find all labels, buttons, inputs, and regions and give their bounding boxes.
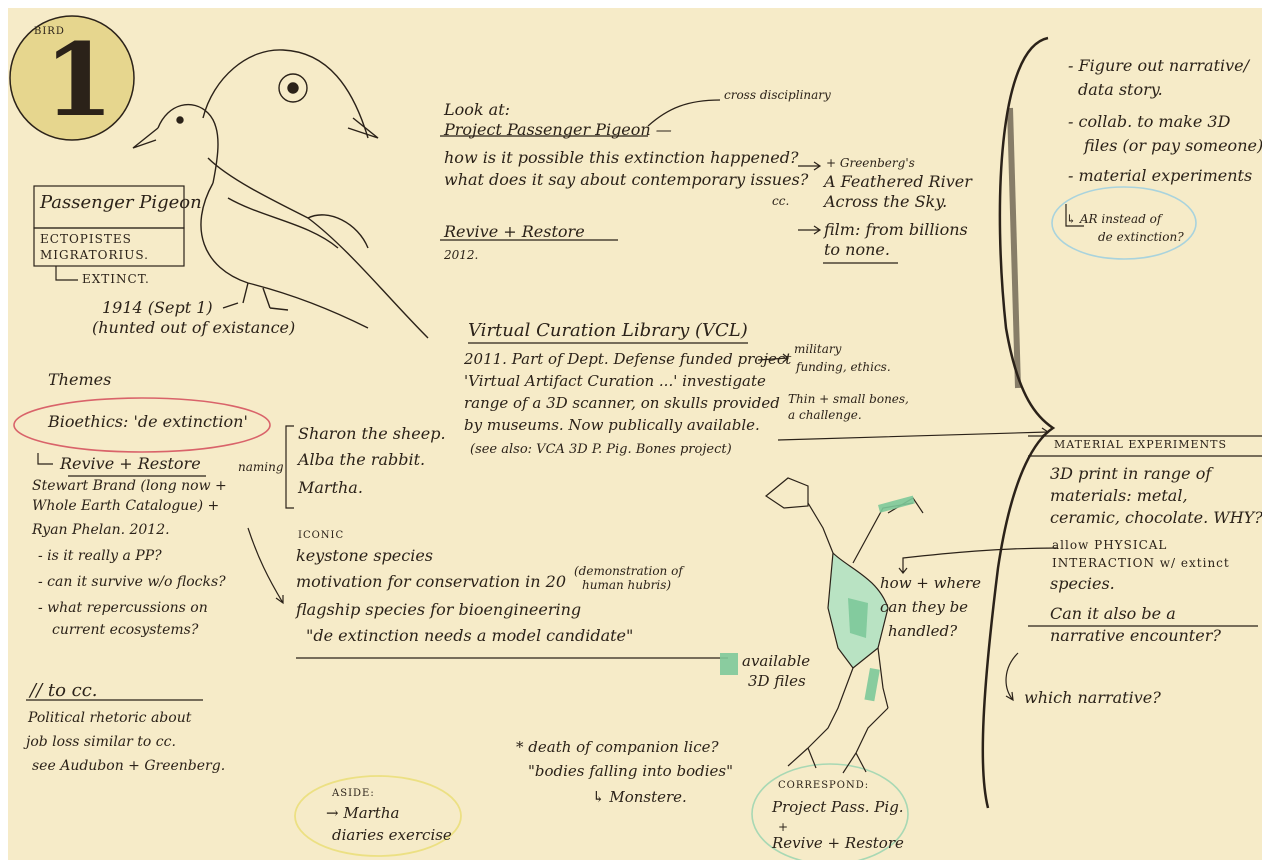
look-at-project: Project Passenger Pigeon — xyxy=(444,120,672,140)
aside-line-1: → Martha xyxy=(326,804,399,823)
parallel-line-2: job loss similar to cc. xyxy=(26,734,176,752)
look-at-revive-year: 2012. xyxy=(444,248,478,263)
material-question-1: Can it also be a xyxy=(1050,604,1176,624)
vcl-note-challenge: a challenge. xyxy=(788,408,862,423)
iconic-line-2: motivation for conservation in 20 xyxy=(296,572,566,592)
sketchbook-page: BIRD 1 Passenger Pigeon ECTOPISTES MIGRA… xyxy=(8,8,1262,860)
species-note: (hunted out of existance) xyxy=(92,318,295,338)
species-latin-1: ECTOPISTES xyxy=(40,232,132,247)
vcl-title: Virtual Curation Library (VCL) xyxy=(468,320,748,343)
vcl-line-2: 'Virtual Artifact Curation ...' investig… xyxy=(464,372,766,391)
todo-3: - collab. to make 3D xyxy=(1068,112,1230,132)
species-latin-2: MIGRATORIUS. xyxy=(40,248,149,263)
naming-1: Sharon the sheep. xyxy=(298,424,446,444)
look-at-revive: Revive + Restore xyxy=(444,222,585,242)
iconic-line-4: "de extinction needs a model candidate" xyxy=(306,626,633,646)
look-at-question-2: what does it say about contemporary issu… xyxy=(444,170,808,190)
themes-people-1: Stewart Brand (long now + xyxy=(32,478,227,496)
correspond-line-3: Revive + Restore xyxy=(772,834,904,853)
vcl-note-thin-bones: Thin + small bones, xyxy=(788,392,909,407)
species-status: EXTINCT. xyxy=(82,272,150,287)
material-line-4: allow PHYSICAL xyxy=(1052,538,1167,553)
iconic-hubris-2: human hubris) xyxy=(582,578,671,593)
aside-line-2: diaries exercise xyxy=(332,826,452,845)
parallel-line-1: Political rhetoric about xyxy=(28,710,191,728)
iconic-label: ICONIC xyxy=(298,530,344,543)
correspond-line-2: + xyxy=(778,820,788,835)
themes-bioethics: Bioethics: 'de extinction' xyxy=(48,412,248,432)
iconic-line-1: keystone species xyxy=(296,546,433,566)
themes-heading: Themes xyxy=(48,370,111,390)
correspond-line-1: Project Pass. Pig. xyxy=(772,798,904,817)
skeleton-question-2: can they be xyxy=(880,598,968,617)
ref-to-none: to none. xyxy=(824,240,890,260)
themes-question-3: - what repercussions on xyxy=(38,600,208,618)
themes-question-4: current ecosystems? xyxy=(52,622,198,640)
vcl-line-5: (see also: VCA 3D P. Pig. Bones project) xyxy=(470,442,732,458)
todo-ar-1: ↳ AR instead of xyxy=(1066,212,1161,227)
correspond-label: CORRESPOND: xyxy=(778,780,869,793)
naming-label: naming xyxy=(238,460,284,475)
iconic-line-3: flagship species for bioengineering xyxy=(296,600,581,620)
death-note-3: ↳ Monstere. xyxy=(592,788,687,807)
vcl-note-funding: funding, ethics. xyxy=(796,360,891,375)
species-name: Passenger Pigeon xyxy=(40,192,202,215)
look-at-heading: Look at: xyxy=(444,100,510,120)
species-date: 1914 (Sept 1) xyxy=(102,298,213,318)
vcl-note-military: military xyxy=(794,342,841,357)
death-note-1: * death of companion lice? xyxy=(516,738,719,757)
todo-2: data story. xyxy=(1078,80,1163,100)
naming-2: Alba the rabbit. xyxy=(298,450,425,470)
iconic-hubris-1: (demonstration of xyxy=(574,564,683,579)
vcl-line-3: range of a 3D scanner, on skulls provide… xyxy=(464,394,780,413)
material-question-2: narrative encounter? xyxy=(1050,626,1221,646)
themes-people-2: Whole Earth Catalogue) + xyxy=(32,498,219,516)
badge-number: 1 xyxy=(44,30,114,130)
skeleton-files-2: 3D files xyxy=(748,672,806,691)
ref-across-sky: Across the Sky. xyxy=(824,192,947,212)
material-line-2: materials: metal, xyxy=(1050,486,1188,506)
ref-film: film: from billions xyxy=(824,220,968,240)
parallel-heading: // to cc. xyxy=(30,680,98,703)
material-line-1: 3D print in range of xyxy=(1050,464,1211,484)
aside-label: ASIDE: xyxy=(332,788,375,801)
look-at-question-1: how is it possible this extinction happe… xyxy=(444,148,799,168)
themes-question-2: - can it survive w/o flocks? xyxy=(38,574,226,592)
themes-question-1: - is it really a PP? xyxy=(38,548,162,566)
naming-3: Martha. xyxy=(298,478,363,498)
skeleton-question-3: handled? xyxy=(888,622,957,641)
skeleton-files-1: available xyxy=(742,652,810,671)
vcl-line-4: by museums. Now publically available. xyxy=(464,416,760,435)
death-note-2: "bodies falling into bodies" xyxy=(528,762,733,781)
themes-revive: Revive + Restore xyxy=(60,454,201,474)
material-heading: MATERIAL EXPERIMENTS xyxy=(1054,438,1227,452)
material-line-3: ceramic, chocolate. WHY? xyxy=(1050,508,1262,528)
ref-feathered-river: A Feathered River xyxy=(824,172,972,192)
parallel-line-3: see Audubon + Greenberg. xyxy=(32,758,225,776)
material-line-5: INTERACTION w/ extinct xyxy=(1052,556,1230,571)
todo-4: files (or pay someone) xyxy=(1084,136,1262,156)
skeleton-question-1: how + where xyxy=(880,574,981,593)
todo-ar-2: de extinction? xyxy=(1098,230,1184,245)
themes-people-3: Ryan Phelan. 2012. xyxy=(32,522,170,540)
look-at-cc: cc. xyxy=(772,194,789,209)
todo-1: - Figure out narrative/ xyxy=(1068,56,1249,76)
vcl-line-1: 2011. Part of Dept. Defense funded proje… xyxy=(464,350,791,369)
todo-5: - material experiments xyxy=(1068,166,1252,186)
ref-greenberg: + Greenberg's xyxy=(826,156,915,171)
look-at-side-note: cross disciplinary xyxy=(724,88,831,103)
material-line-6: species. xyxy=(1050,574,1115,594)
material-which: which narrative? xyxy=(1024,688,1161,708)
